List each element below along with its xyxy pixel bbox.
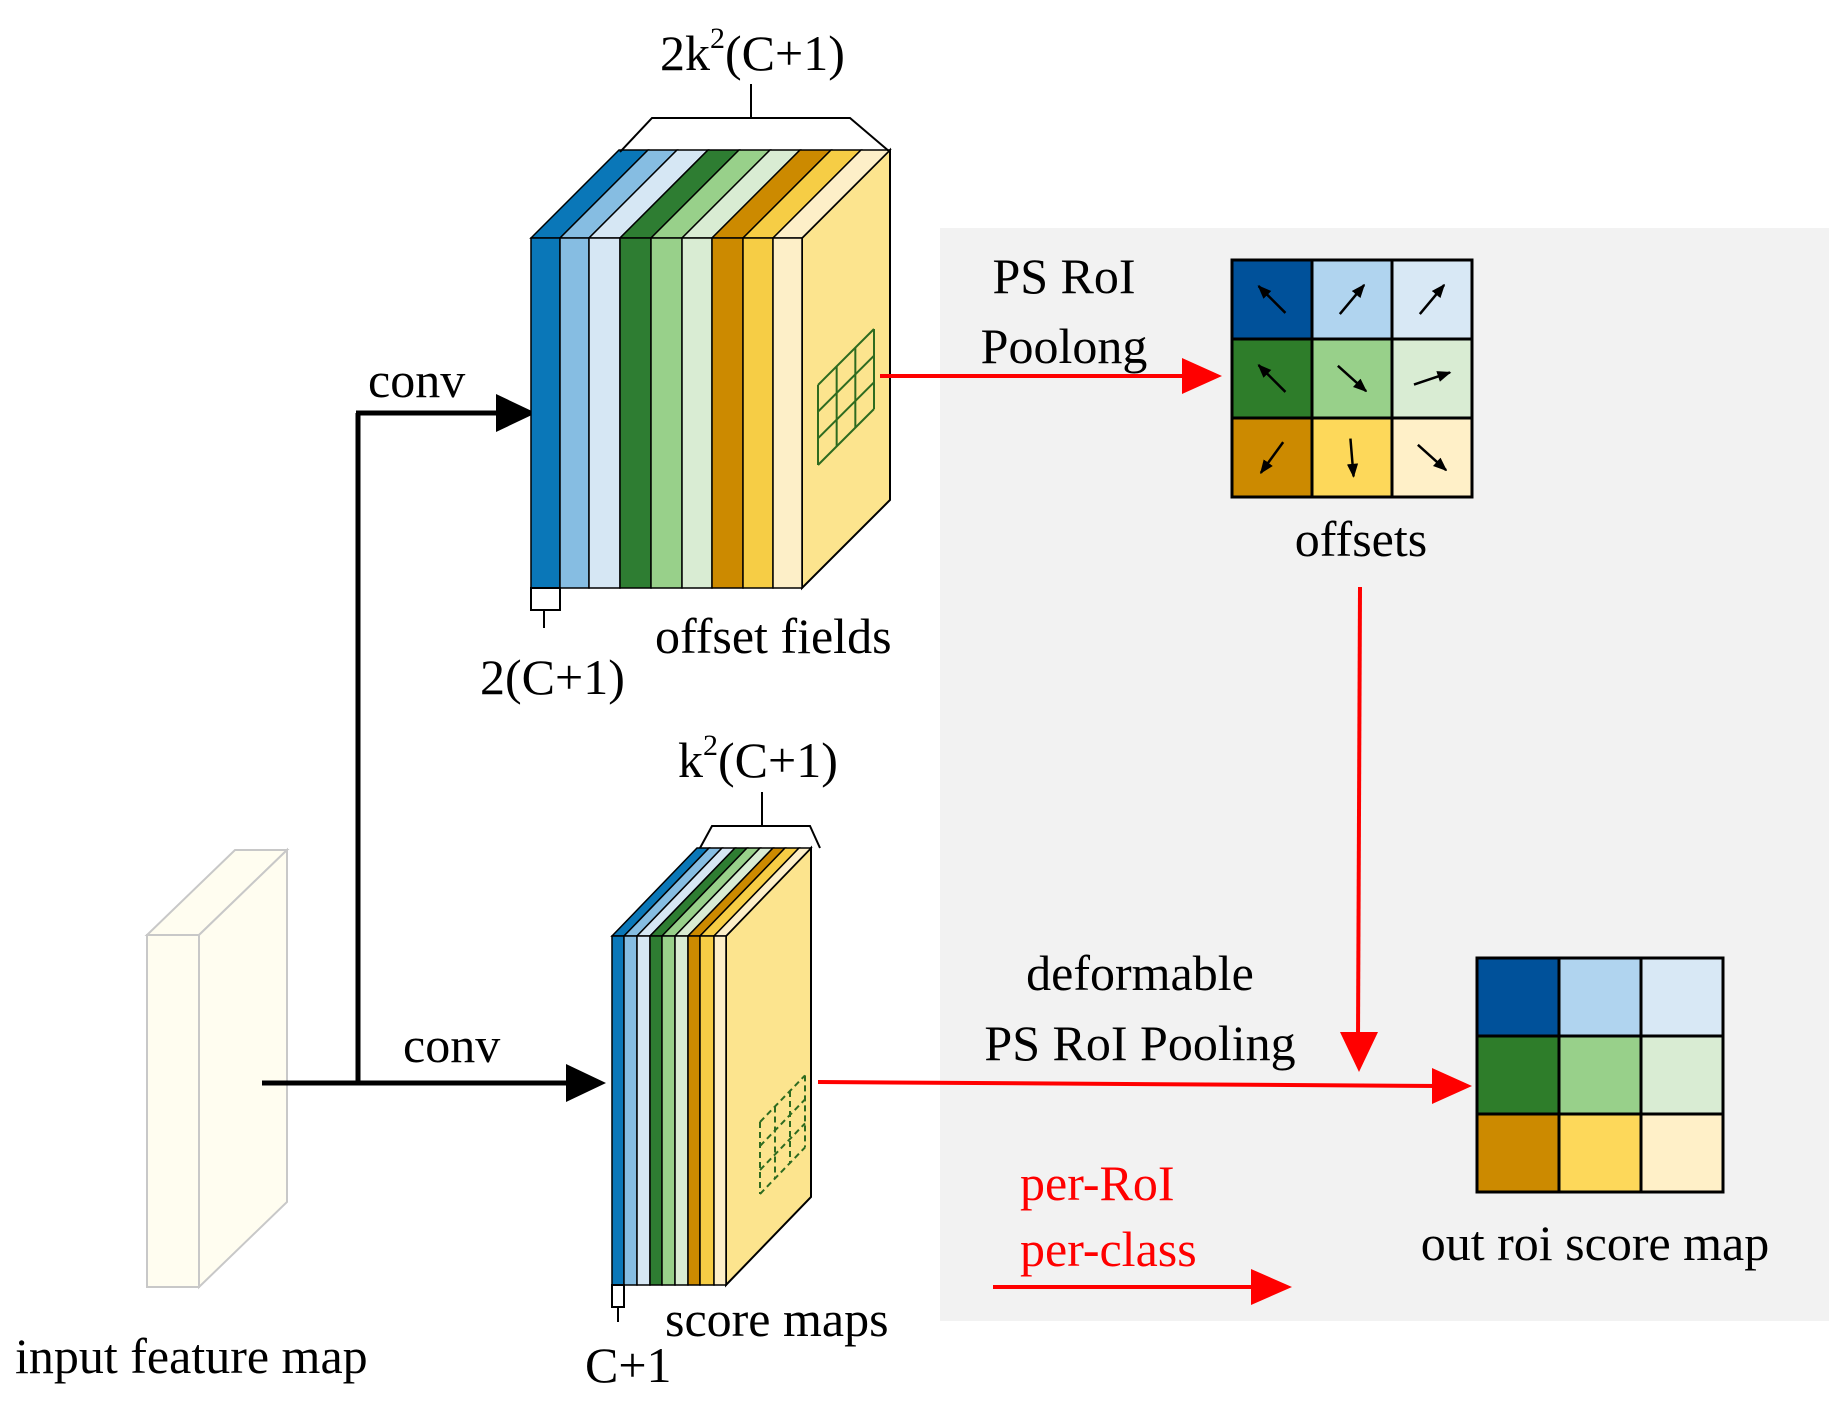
out-roi-cell-8 [1557,1112,1643,1194]
offset-block-grid-hline-2 [817,381,875,440]
score-block-grid-hline-2 [759,1122,806,1171]
deformable-arrow-line [817,1080,1441,1088]
offset-block-slice-8 [742,237,774,589]
deformable-label-line1: deformable [1026,945,1254,1001]
score-depth-label: C+1 [585,1337,672,1393]
offset-block-slice-1 [530,237,561,589]
score-block-slice-9 [713,935,727,1286]
bottom-conv-arrowhead [566,1064,606,1102]
out-roi-label: out roi score map [1421,1215,1770,1271]
ps-roi-arrowhead [1182,358,1222,394]
bottom-bracket-shape [699,825,821,849]
offset-arrow-down-right-icon [1337,364,1368,393]
per-roi-label: per-RoI [1020,1155,1175,1211]
offsets-down-arrow-line [1356,586,1362,1041]
offset-arrow-down-right-icon [1417,443,1448,472]
score-block-grid-hline-1 [759,1098,806,1147]
deformable-label-line2: PS RoI Pooling [984,1015,1295,1071]
offset-block-slice-6 [681,237,713,589]
offsets-label: offsets [1295,511,1427,567]
offset-block-grid-hline-3 [817,408,875,466]
out-roi-cell-1 [1475,956,1561,1038]
score-block-slice-4 [649,935,663,1286]
input-block-front [146,934,200,1288]
score-block-slice-1 [611,935,625,1286]
score-block-slice-5 [661,935,676,1286]
out-roi-cell-5 [1557,1034,1643,1116]
score-depth-marker [611,1284,625,1322]
offset-block-grid-hline-0 [817,328,875,386]
top-channel-bracket [619,84,891,153]
score-maps-block [610,845,813,1288]
top-conv-arrowhead [496,394,536,432]
offset-block-slice-3 [588,237,621,589]
offset-block-grid-hline-1 [817,354,875,413]
score-block-grid-hline-3 [759,1146,806,1195]
offset-arrow-down-left-icon [1259,441,1285,474]
input-feature-map-block [144,847,290,1290]
ps-roi-label-line1: PS RoI [992,248,1135,304]
offsets-grid [1230,258,1474,499]
score-block-slice-7 [687,935,701,1286]
out-roi-cell-7 [1475,1112,1561,1194]
offset-depth-marker [530,587,561,628]
offset-arrow-up-left-icon [1257,364,1287,393]
offset-arrow-up-left-icon [1257,285,1287,314]
offsets-cell-4 [1230,337,1314,420]
out-roi-cell-4 [1475,1034,1561,1116]
flow-arrows [817,358,1472,1305]
legend-arrowhead [1251,1269,1292,1305]
deformable-arrowhead [1432,1068,1472,1104]
out-roi-cell-6 [1639,1034,1725,1116]
score-block-slice-6 [674,935,689,1286]
labels: 2k2(C+1) k2(C+1) conv conv offset fields… [15,22,1769,1393]
out-roi-cell-2 [1557,956,1643,1038]
offset-fields-label: offset fields [655,608,892,664]
offset-block-slice-5 [650,237,683,589]
offset-arrow-up-right-icon [1418,283,1446,315]
offset-arrow-right-icon [1413,371,1452,386]
out-roi-cell-3 [1639,956,1725,1038]
score-maps-label: score maps [665,1291,889,1347]
top-channels-label: 2k2(C+1) [660,22,845,81]
score-depth-box [611,1284,625,1308]
offset-block-slice-7 [711,237,744,589]
input-feature-map-label: input feature map [15,1328,368,1384]
conv-bottom-label: conv [403,1017,500,1073]
offset-arrow-up-right-icon [1338,283,1366,315]
out-roi-score-grid [1475,956,1725,1194]
score-block-slice-8 [699,935,715,1286]
offset-block-slice-4 [619,237,652,589]
conv-top-label: conv [368,352,465,408]
top-bracket-shape [619,117,891,153]
offset-depth-box [530,587,561,611]
offset-arrow-down-icon [1346,438,1359,478]
offsets-down-arrowhead [1340,1032,1378,1072]
offset-block-slice-2 [559,237,590,589]
ps-roi-label-line2: Poolong [981,318,1148,374]
score-block-slice-3 [636,935,651,1286]
offset-block-slice-9 [772,237,803,589]
conv-connectors [262,394,606,1102]
score-block-slice-2 [623,935,638,1286]
offset-fields-block [529,147,892,591]
bottom-channels-label: k2(C+1) [678,729,838,788]
bottom-channel-bracket [699,792,821,849]
per-class-label: per-class [1020,1221,1197,1277]
score-block-grid-hline-0 [759,1074,806,1123]
out-roi-cell-9 [1639,1112,1725,1194]
offset-depth-label: 2(C+1) [480,649,625,705]
